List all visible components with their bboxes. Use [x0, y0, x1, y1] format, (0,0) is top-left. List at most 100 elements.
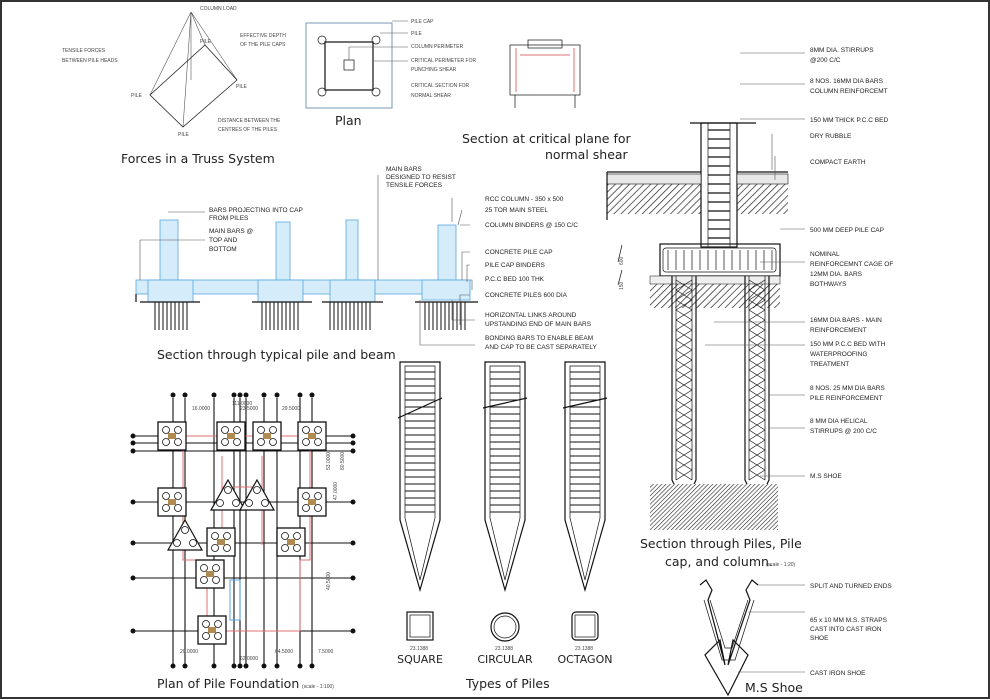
pile-section-label: 150 MM P.C.C BED WITH	[810, 341, 886, 348]
pile-types-title: Types of Piles	[465, 676, 550, 691]
square-section-icon	[406, 611, 434, 641]
pile-cap	[157, 487, 187, 517]
dimension-label: 53.0000	[326, 452, 332, 470]
dimension-label: 16.0000	[192, 406, 210, 412]
staircase	[229, 579, 241, 621]
critical-title: normal shear	[545, 147, 629, 162]
pile-section-title: cap, and column.	[665, 554, 773, 569]
pile-foundation-plan: Plan of Pile Foundation (scale - 1:100) …	[130, 392, 356, 691]
pile-type-dim: 23.1388	[575, 646, 593, 652]
pile-section-label: COLUMN REINFORCEMT	[810, 88, 888, 95]
dimension-label: 64.5000	[275, 649, 293, 655]
pile-section-label: REINFORCEMNT CAGE OF	[810, 261, 893, 268]
label-tensile: BETWEEN PILE HEADS	[62, 58, 118, 64]
label-critical-section: CRITICAL SECTION FOR	[411, 83, 470, 89]
pile-elevation	[484, 361, 526, 593]
label-straps: 65 x 10 MM M.S. STRAPS	[810, 617, 888, 624]
label-top-bottom: BOTTOM	[209, 246, 237, 253]
label-top-bottom: MAIN BARS @	[209, 228, 254, 235]
label-horizontal-links: HORIZONTAL LINKS AROUND	[485, 312, 577, 319]
dimension-label: 80.5000	[340, 452, 346, 470]
label-main-bars: MAIN BARS	[386, 166, 422, 173]
label-depth: EFFECTIVE DEPTH	[240, 33, 286, 39]
label-depth: OF THE PILE CAPS	[240, 42, 286, 48]
label-column-binders: COLUMN BINDERS @ 150 C/C	[485, 222, 578, 229]
dim-600: 600	[619, 256, 625, 265]
plan-diagram: PILE CAP PILE COLUMN PERIMETER CRITICAL …	[305, 19, 476, 128]
label-pcc-bed: P.C.C BED 100 THK	[485, 276, 545, 283]
pile-shaft	[671, 276, 697, 507]
label-pile: PILE	[178, 132, 190, 138]
label-split-ends: SPLIT AND TURNED ENDS	[810, 583, 892, 590]
dim-150: 150	[619, 281, 625, 290]
pile-section-label: 12MM DIA. BARS	[810, 271, 863, 278]
label-rcc-column: RCC COLUMN - 350 x 500	[485, 196, 564, 203]
pile-section-label: DRY RUBBLE	[810, 133, 852, 140]
pile-cap-column-section: 600 150 8MM DIA. STIRRUPS@200 C/C8 NOS. …	[606, 47, 893, 569]
beam-section-title: Section through typical pile and beam	[157, 347, 396, 362]
label-cap-binders: PILE CAP BINDERS	[485, 262, 546, 269]
plan-title: Plan	[335, 113, 362, 128]
label-critical-section: NORMAL SHEAR	[411, 93, 451, 99]
triangular-pile-cap	[209, 478, 247, 511]
dimension-label: 20.0000	[180, 649, 198, 655]
octagon-section-icon	[571, 611, 599, 641]
foundation-plan-title: Plan of Pile Foundation	[157, 676, 299, 691]
foundation-plan-scale: (scale - 1:100)	[302, 684, 334, 690]
dimension-label: 40.5000	[326, 572, 332, 590]
dimension-label: 47.0000	[333, 482, 339, 500]
ms-shoe-diagram: SPLIT AND TURNED ENDS 65 x 10 MM M.S. ST…	[699, 579, 892, 697]
label-tensile: TENSILE FORCES	[62, 48, 106, 54]
label-concrete-piles: CONCRETE PILES 600 DIA	[485, 292, 568, 299]
pile-section-label: COMPACT EARTH	[810, 159, 866, 166]
label-pile: PILE	[411, 31, 423, 37]
label-main-bars: DESIGNED TO RESIST	[386, 174, 456, 181]
pile-type-name: CIRCULAR	[477, 653, 533, 666]
label-horizontal-links: UPSTANDING END OF MAIN BARS	[485, 321, 592, 328]
dimension-label: 7.5000	[318, 649, 334, 655]
label-projecting: FROM PILES	[209, 215, 249, 222]
pile-cap	[157, 421, 187, 451]
pile-section-title: Section through Piles, Pile	[640, 536, 802, 551]
label-critical-perimeter: CRITICAL PERIMETER FOR	[411, 58, 476, 64]
label-pile: PILE	[236, 84, 248, 90]
pile-section-label: 8MM DIA. STIRRUPS	[810, 47, 874, 54]
pile-section-label: WATERPROOFING	[810, 351, 867, 358]
label-pile: PILE	[131, 93, 143, 99]
dimension-label: 23.5000	[240, 406, 258, 412]
label-bonding-bars: AND CAP TO BE CAST SEPARATELY	[485, 344, 598, 351]
label-distance: CENTRES OF THE PILES	[218, 127, 278, 133]
pile-section-label: 8 MM DIA HELICAL	[810, 418, 868, 425]
pile-section-label: REINFORCEMENT	[810, 327, 867, 334]
pile-section-label: NOMINAL	[810, 251, 840, 258]
pile-type-dim: 23.1388	[410, 646, 428, 652]
pile-section-scale: (scale - 1:20)	[766, 562, 796, 568]
label-critical-perimeter: PUNCHING SHEAR	[411, 67, 457, 73]
shoe-title: M.S Shoe	[745, 680, 803, 695]
triangular-pile-cap	[238, 478, 276, 511]
pile-type-name: SQUARE	[397, 653, 443, 666]
label-straps: CAST INTO CAST IRON	[810, 626, 882, 633]
label-pile: PILE	[200, 39, 212, 45]
pile-types: Types of Piles 23.1388SQUARE23.1388CIRCU…	[397, 361, 613, 691]
pile-shaft	[744, 276, 770, 507]
label-main-steel: 25 TOR MAIN STEEL	[485, 207, 548, 214]
pile-section-label: 8 NOS. 25 MM DIA BARS	[810, 385, 885, 392]
triangular-pile-cap	[166, 518, 204, 551]
pile-section-label: TREATMENT	[810, 361, 849, 368]
label-main-bars: TENSILE FORCES	[386, 182, 443, 189]
pile-type-dim: 23.1388	[495, 646, 513, 652]
pile-section-label: STIRRUPS @ 200 C/C	[810, 428, 877, 435]
label-straps: SHOE	[810, 635, 829, 642]
pile-section-label: 16MM DIA BARS - MAIN	[810, 317, 882, 324]
pile-type-name: OCTAGON	[558, 653, 613, 666]
pile-section-label: M.S SHOE	[810, 473, 842, 480]
label-top-bottom: TOP AND	[209, 237, 238, 244]
beam-section-diagram: MAIN BARS DESIGNED TO RESIST TENSILE FOR…	[135, 166, 598, 362]
pile-elevation	[564, 361, 606, 593]
label-distance: DISTANCE BETWEEN THE	[218, 118, 281, 124]
label-bonding-bars: BONDING BARS TO ENABLE BEAM	[485, 335, 593, 342]
